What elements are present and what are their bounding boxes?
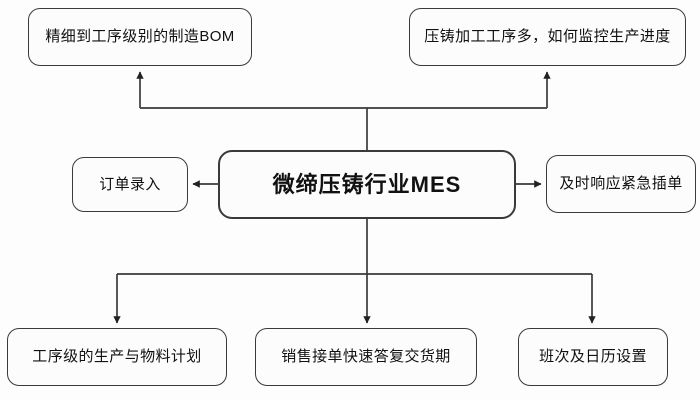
node-production-progress-monitoring[interactable]: 压铸加工工序多，如何监控生产进度 bbox=[409, 8, 686, 66]
center-title: 微缔压铸行业MES bbox=[272, 171, 462, 197]
node-label: 及时响应紧急插单 bbox=[559, 175, 683, 193]
node-manufacturing-bom[interactable]: 精细到工序级别的制造BOM bbox=[28, 8, 252, 66]
node-label: 订单录入 bbox=[99, 175, 161, 193]
node-label: 班次及日历设置 bbox=[539, 348, 647, 366]
node-label: 销售接单快速答复交货期 bbox=[281, 348, 451, 366]
node-center-mes[interactable]: 微缔压铸行业MES bbox=[218, 150, 516, 219]
node-label: 压铸加工工序多，如何监控生产进度 bbox=[424, 28, 671, 46]
node-label: 工序级的生产与物料计划 bbox=[32, 348, 202, 366]
node-label: 精细到工序级别的制造BOM bbox=[45, 28, 235, 46]
node-production-material-plan[interactable]: 工序级的生产与物料计划 bbox=[7, 328, 227, 386]
node-shift-calendar-settings[interactable]: 班次及日历设置 bbox=[518, 328, 668, 386]
node-sales-delivery-date[interactable]: 销售接单快速答复交货期 bbox=[255, 328, 477, 386]
node-urgent-order-response[interactable]: 及时响应紧急插单 bbox=[546, 155, 696, 213]
node-order-entry[interactable]: 订单录入 bbox=[72, 157, 188, 212]
